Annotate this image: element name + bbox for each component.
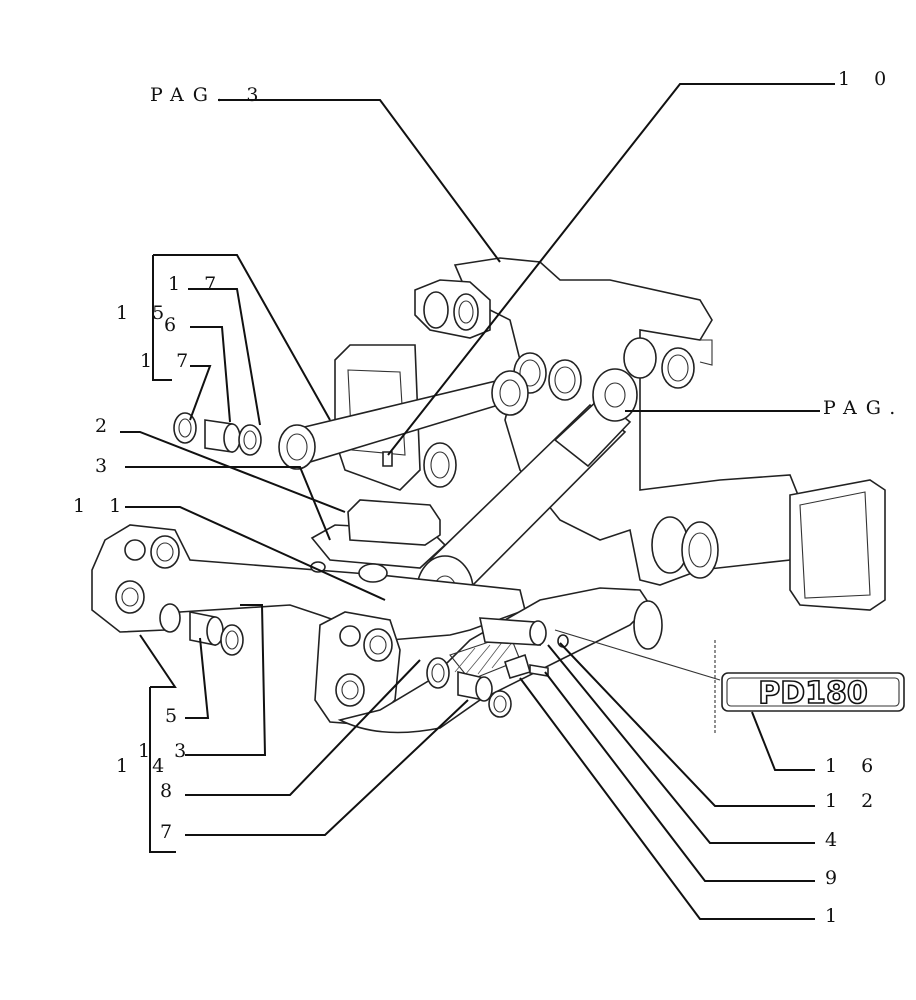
label-7: 7: [160, 821, 181, 843]
decal-text: PD180: [758, 676, 868, 711]
decal-pd180: PD180: [714, 640, 905, 735]
label-17-top: 1 7: [168, 273, 225, 295]
label-17-bottom: 1 7: [140, 350, 197, 372]
upper-link-arm: [173, 370, 529, 470]
label-pag-3: PAG. 3: [150, 84, 267, 106]
bump-stop: [310, 499, 447, 583]
label-14: 1 4: [116, 755, 173, 777]
label-13: 1 3: [138, 740, 195, 762]
label-16: 1 6: [825, 755, 882, 777]
label-pag: PAG.: [823, 397, 904, 419]
label-3: 3: [95, 455, 116, 477]
label-10: 1 0: [838, 68, 895, 90]
leader-lines: [120, 83, 835, 920]
pin-and-plate: [382, 451, 569, 679]
label-4: 4: [825, 829, 846, 851]
label-8: 8: [160, 780, 181, 802]
label-11: 1 1: [73, 495, 130, 517]
label-2: 2: [95, 415, 116, 437]
label-6: 6: [164, 314, 185, 336]
callout-labels: PAG. 3 1 0 PAG. 1 7 1 5 6 1 7 2 3 1 1 5 …: [73, 68, 904, 927]
label-1: 1: [825, 905, 846, 927]
label-12: 1 2: [825, 790, 882, 812]
label-5: 5: [165, 705, 186, 727]
label-9: 9: [825, 867, 846, 889]
label-15: 1 5: [116, 302, 173, 324]
lower-frame: [91, 524, 663, 734]
